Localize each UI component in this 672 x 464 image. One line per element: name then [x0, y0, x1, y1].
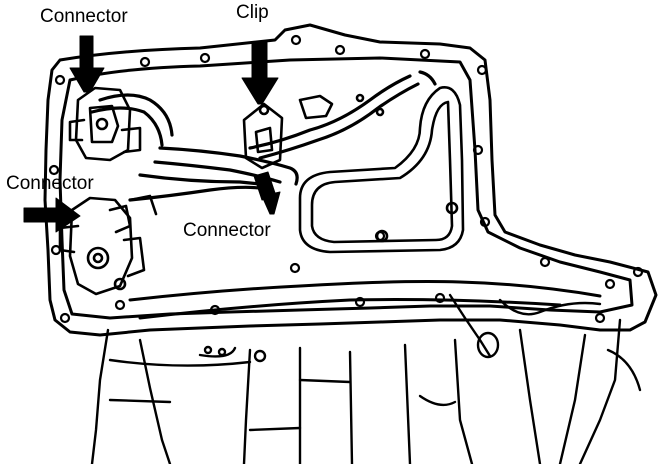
- lower-connector-cluster: [58, 194, 158, 296]
- arrow-connector-center: [253, 171, 281, 215]
- label-connector-top-left: Connector: [40, 6, 128, 27]
- arrow-clip: [241, 41, 279, 105]
- label-connector-center: Connector: [183, 220, 271, 241]
- callout-arrows: [23, 35, 281, 233]
- transmission-case: [90, 293, 642, 464]
- label-connector-mid-left: Connector: [6, 173, 94, 194]
- clip-bracket: [242, 93, 385, 170]
- upper-connector-cluster: [68, 86, 142, 162]
- valve-body-strainer: [298, 86, 465, 254]
- arrow-connector-top-left: [69, 35, 105, 93]
- oil-pan-flange: [43, 23, 658, 337]
- arrow-connector-mid-left: [23, 197, 81, 233]
- label-clip: Clip: [236, 2, 269, 23]
- flange-bolt-holes: [48, 34, 644, 324]
